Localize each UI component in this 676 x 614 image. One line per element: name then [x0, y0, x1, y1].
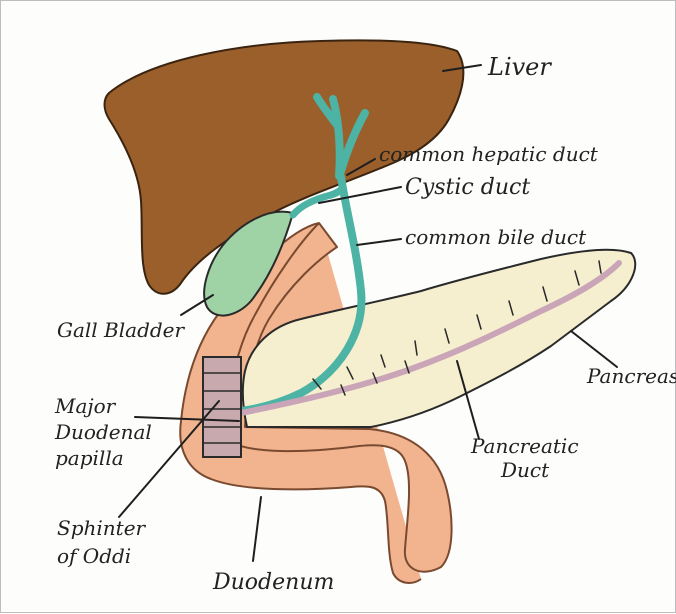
label-sphincter-1: Sphinter — [57, 516, 147, 540]
pointer-duodenum — [253, 497, 261, 561]
label-major-duodenal-papilla-2: Duodenal — [54, 420, 152, 444]
label-common-hepatic-duct: common hepatic duct — [379, 142, 599, 166]
label-pancreas: Pancreas — [586, 364, 676, 388]
label-pancreatic-duct-1: Pancreatic — [470, 434, 579, 458]
label-sphincter-2: of Oddi — [57, 544, 131, 568]
sphincter-of-oddi-shape — [203, 357, 241, 457]
label-duodenum: Duodenum — [212, 570, 334, 595]
label-common-bile-duct: common bile duct — [405, 225, 587, 249]
pointer-pancreas — [571, 331, 617, 367]
label-pancreatic-duct-2: Duct — [500, 458, 550, 482]
label-liver: Liver — [487, 53, 552, 81]
label-cystic-duct: Cystic duct — [405, 175, 530, 200]
label-major-duodenal-papilla-3: papilla — [55, 446, 124, 470]
pointer-common-bile-duct — [357, 239, 401, 245]
label-major-duodenal-papilla-1: Major — [54, 394, 117, 418]
label-gall-bladder: Gall Bladder — [57, 318, 186, 342]
